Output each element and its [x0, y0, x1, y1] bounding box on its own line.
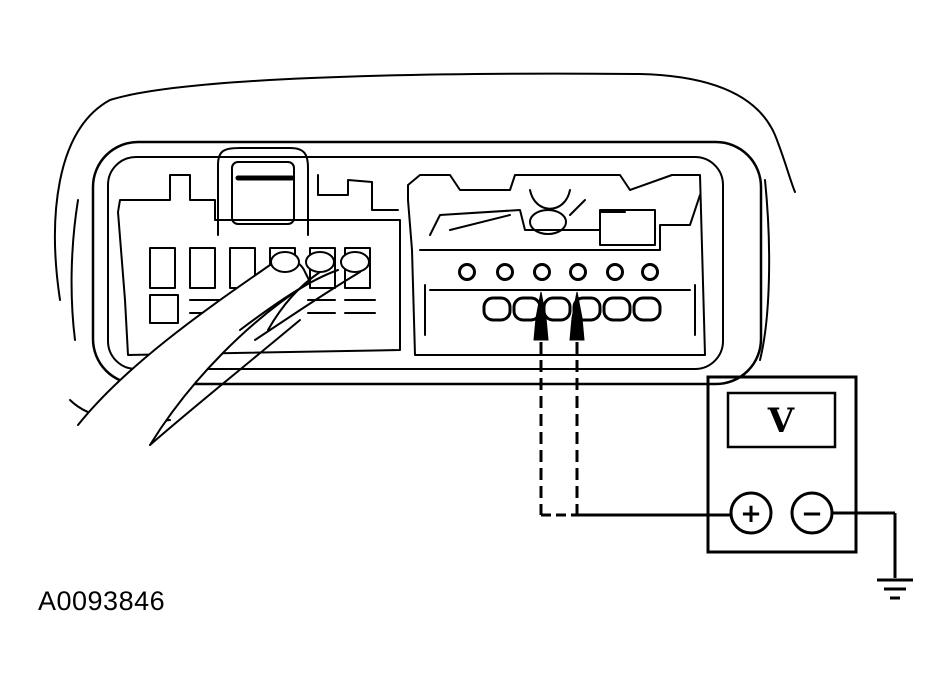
figure-id-label: A0093846: [38, 586, 166, 616]
ground-symbol-icon: [877, 578, 913, 600]
voltmeter-display-symbol: V: [767, 401, 795, 441]
probe-tips: [533, 291, 585, 341]
connector-shell-inner-edge: [70, 199, 79, 341]
right-connector-rib: [449, 199, 586, 231]
right-connector-wall: [424, 284, 696, 336]
wire-end-2: [305, 251, 335, 273]
wire-bundle-edge: [149, 319, 301, 446]
right-connector-ledge: [419, 194, 701, 251]
test-leads: [539, 342, 732, 517]
connector-housing-inner: [107, 156, 724, 370]
connector-outer-shell: [54, 72, 796, 301]
right-connector-notch: [529, 189, 571, 210]
voltmeter-positive-terminal: [729, 491, 773, 535]
left-connector-top-step: [317, 174, 399, 211]
left-connector-cavities: [149, 247, 376, 324]
right-connector-block: [599, 209, 656, 246]
voltmeter: [706, 375, 858, 554]
probe-tip-icon: [533, 291, 549, 341]
left-connector-face: [117, 174, 401, 356]
ground-lead: [832, 511, 897, 578]
voltmeter-display: [726, 391, 837, 449]
right-connector-key: [529, 209, 567, 235]
connector-shell-right-edge: [759, 179, 771, 361]
right-connector-face: [407, 174, 706, 356]
right-connector-terminals: [458, 263, 659, 281]
locking-tab-window: [231, 161, 295, 225]
voltmeter-body: [706, 375, 858, 554]
wire-end-3: [340, 251, 370, 273]
right-connector-latch: [429, 209, 626, 236]
wire-end-1: [270, 251, 300, 273]
negative-terminal-label: −: [801, 499, 823, 529]
connector-housing-outer: [91, 140, 763, 386]
wire-strands: [239, 269, 361, 341]
locking-tab: [217, 147, 309, 236]
probe-tip-icon: [569, 291, 585, 341]
positive-terminal-label: +: [740, 499, 762, 529]
